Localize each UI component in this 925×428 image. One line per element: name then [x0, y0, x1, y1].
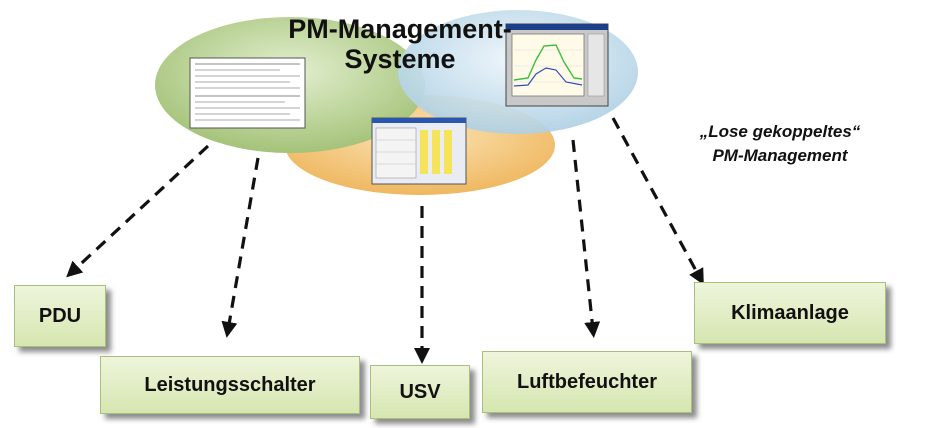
box-klimaanlage: Klimaanlage [694, 282, 886, 344]
label-usv: USV [399, 380, 441, 403]
caption-line-1: „Lose gekoppeltes“ [699, 122, 861, 141]
label-klimaanlage: Klimaanlage [731, 301, 849, 324]
arrow-to-luftbefeuchter [571, 139, 601, 338]
arrow-to-leistungsschalter [221, 157, 260, 338]
box-leistungsschalter: Leistungsschalter [100, 356, 360, 414]
box-pdu: PDU [14, 285, 106, 347]
title: PM-Management- Systeme [250, 14, 550, 74]
title-line-2: Systeme [344, 44, 456, 74]
arrow-to-pdu [66, 144, 210, 278]
screenshot-thumbnail-blue [505, 23, 609, 107]
box-usv: USV [370, 365, 470, 419]
caption: „Lose gekoppeltes“ PM-Management [660, 120, 900, 168]
label-luftbefeuchter: Luftbefeuchter [517, 370, 657, 393]
label-pdu: PDU [38, 304, 82, 327]
label-leistungsschalter: Leistungsschalter [144, 373, 316, 396]
title-line-1: PM-Management- [288, 14, 512, 44]
arrow-to-klimaanlage [611, 117, 704, 286]
screenshot-thumbnail-orange [371, 117, 467, 185]
screenshot-thumbnail-green [189, 57, 306, 129]
caption-line-2: PM-Management [712, 146, 848, 165]
box-luftbefeuchter: Luftbefeuchter [482, 351, 692, 413]
